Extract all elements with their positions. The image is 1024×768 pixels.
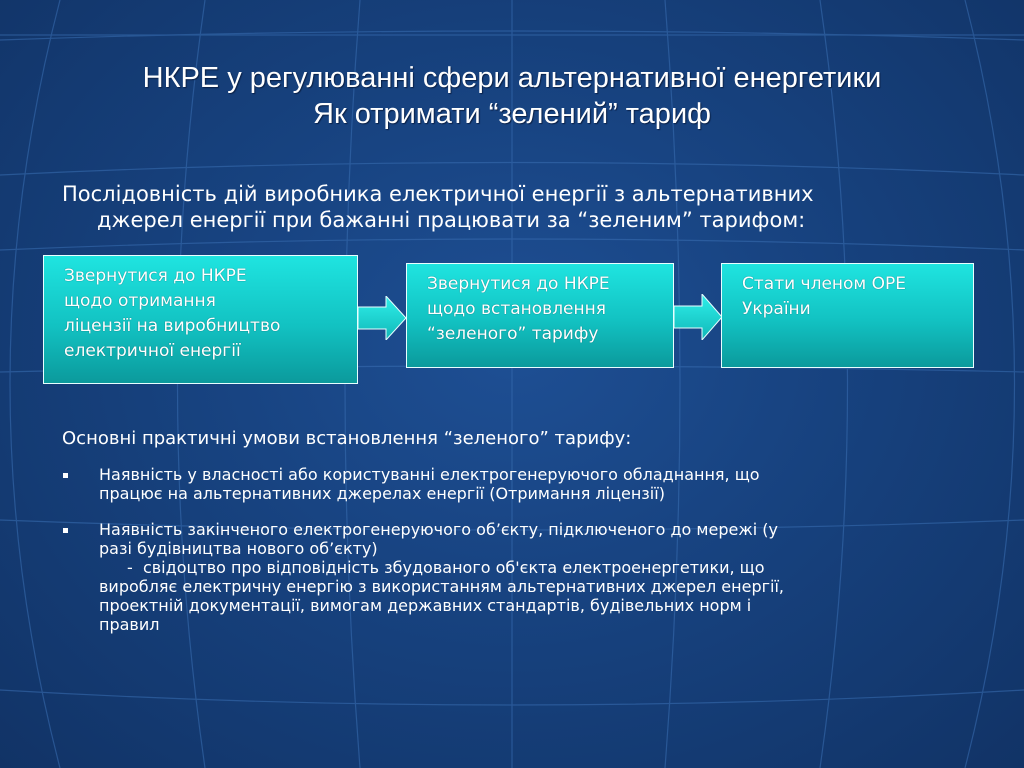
list-item: Наявність закінченого електрогенеруючого… (62, 520, 942, 634)
list-item-line: Наявність закінченого електрогенеруючого… (99, 520, 778, 539)
sub-item-line: виробляє електричну енергію з використан… (99, 577, 784, 596)
title-line-2: Як отримати “зелений” тариф (313, 98, 711, 130)
sub-item-line: свідоцтво про відповідність збудованого … (142, 558, 765, 577)
step-3-line: Стати членом ОРЕ (742, 274, 907, 294)
bullet-square-icon (63, 528, 68, 533)
intro-line-2: джерел енергії при бажанні працювати за … (97, 208, 806, 232)
step-1-line: щодо отримання (64, 291, 216, 311)
sub-item-dash: - (127, 558, 133, 577)
step-box-tariff: Звернутися до НКРЕ щодо встановлення “зе… (406, 263, 674, 368)
bullet-square-icon (63, 473, 68, 478)
title-line-1: НКРЕ у регулюванні сфери альтернативної … (142, 62, 882, 94)
step-1-line: ліцензії на виробництво (64, 316, 281, 336)
arrow-right-icon (674, 294, 723, 340)
step-2-line: “зеленого” тарифу (427, 324, 599, 344)
step-box-license: Звернутися до НКРЕ щодо отримання ліценз… (43, 255, 358, 384)
arrow-right-icon (358, 296, 407, 340)
step-1-line: Звернутися до НКРЕ (64, 266, 247, 286)
list-item: Наявність у власності або користуванні е… (62, 465, 942, 503)
intro-text: Послідовність дій виробника електричної … (62, 181, 982, 233)
step-2-line: Звернутися до НКРЕ (427, 274, 610, 294)
list-item-line: Наявність у власності або користуванні е… (99, 465, 760, 484)
list-item-line: працює на альтернативних джерелах енергі… (99, 484, 665, 503)
conditions-heading: Основні практичні умови встановлення “зе… (62, 428, 632, 449)
list-item-line: разі будівництва нового об’єкту) (99, 539, 378, 558)
step-1-line: електричної енергії (64, 341, 241, 361)
conditions-list: Наявність у власності або користуванні е… (62, 465, 942, 634)
step-3-line: України (742, 299, 811, 319)
sub-item-line: проектній документації, вимогам державни… (99, 596, 752, 615)
step-2-line: щодо встановлення (427, 299, 606, 319)
sub-item: - свідоцтво про відповідність збудованог… (99, 558, 942, 577)
step-box-ore-member: Стати членом ОРЕ України (721, 263, 974, 368)
intro-line-1: Послідовність дій виробника електричної … (62, 182, 814, 206)
sub-item-line: правил (99, 615, 160, 634)
slide-title: НКРЕ у регулюванні сфери альтернативної … (40, 60, 984, 132)
